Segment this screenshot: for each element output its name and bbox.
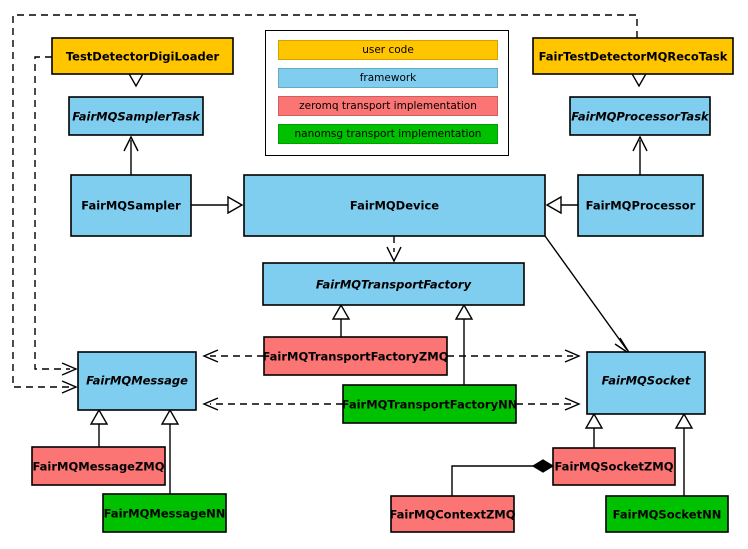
node-box[interactable] [243, 174, 546, 237]
edge-sampler-to-device [191, 195, 244, 215]
node-label: FairMQProcessor [586, 199, 696, 213]
node-label: FairMQSocketZMQ [555, 460, 674, 474]
node-box[interactable] [569, 96, 711, 136]
edge-socketzmq-to-contextzmq [451, 459, 555, 496]
edge-messagezmq-to-message [89, 408, 109, 447]
node-box[interactable] [68, 96, 204, 136]
node-box[interactable] [51, 37, 234, 75]
node-box[interactable] [586, 351, 706, 415]
node-label: FairMQMessageZMQ [32, 460, 164, 474]
node-label: FairMQSamplerTask [72, 110, 201, 124]
node-FairMQContextZMQ[interactable]: FairMQContextZMQ [389, 495, 516, 533]
node-label: FairMQTransportFactoryZMQ [262, 350, 448, 364]
edge-processor-to-processortask [632, 135, 648, 175]
legend-label: user code [362, 43, 414, 56]
legend-label: nanomsg transport implementation [294, 127, 482, 140]
node-FairTestDetectorMQRecoTask[interactable]: FairTestDetectorMQRecoTask [532, 37, 734, 75]
legend-item-zeromq: zeromq transport implementation [278, 96, 498, 116]
legend-item-nanomsg: nanomsg transport implementation [278, 124, 498, 144]
node-box[interactable] [31, 446, 166, 486]
node-label: FairTestDetectorMQRecoTask [539, 50, 728, 64]
edge-transportfactoryzmq-to-socket [447, 349, 581, 363]
node-box[interactable] [532, 37, 734, 75]
node-box[interactable] [77, 351, 197, 411]
node-label: FairMQSocketNN [613, 508, 722, 522]
node-FairMQProcessorTask[interactable]: FairMQProcessorTask [569, 96, 711, 136]
node-FairMQSocketNN[interactable]: FairMQSocketNN [605, 495, 729, 533]
node-label: FairMQDevice [350, 199, 439, 213]
node-box[interactable] [70, 174, 192, 237]
edge-transportfactorynn-to-socket [516, 397, 581, 411]
legend-item-user-code: user code [278, 40, 498, 60]
node-FairMQSampler[interactable]: FairMQSampler [70, 174, 192, 237]
node-label: FairMQContextZMQ [389, 508, 515, 522]
node-label: FairMQTransportFactoryNN [342, 398, 518, 412]
edge-device-to-socket [544, 235, 631, 355]
legend-panel: user code framework zeromq transport imp… [265, 30, 509, 156]
node-label: FairMQMessageNN [104, 507, 226, 521]
node-box[interactable] [263, 336, 448, 376]
node-box[interactable] [552, 447, 676, 486]
node-label: FairMQTransportFactory [316, 278, 472, 292]
node-box[interactable] [605, 495, 729, 533]
node-box[interactable] [102, 493, 227, 533]
node-FairMQMessageZMQ[interactable]: FairMQMessageZMQ [31, 446, 166, 486]
edge-messagenn-to-message [160, 408, 180, 494]
edge-socketnn-to-socket [674, 412, 694, 496]
node-label: TestDetectorDigiLoader [66, 50, 220, 64]
node-box[interactable] [390, 495, 515, 533]
node-FairMQSamplerTask[interactable]: FairMQSamplerTask [68, 96, 204, 136]
edge-device-to-transportfactory [386, 236, 402, 263]
edge-transportfactoryzmq-to-transportfactory [331, 303, 351, 337]
edge-socketzmq-to-socket [584, 412, 604, 448]
edge-recotask-to-message [12, 14, 638, 394]
node-FairMQTransportFactoryNN[interactable]: FairMQTransportFactoryNN [342, 384, 518, 424]
node-box[interactable] [262, 262, 525, 306]
node-label: FairMQSampler [81, 199, 181, 213]
node-FairMQProcessor[interactable]: FairMQProcessor [577, 174, 704, 237]
node-FairMQTransportFactoryZMQ[interactable]: FairMQTransportFactoryZMQ [262, 336, 449, 376]
node-FairMQMessageNN[interactable]: FairMQMessageNN [102, 493, 227, 533]
node-TestDetectorDigiLoader[interactable]: TestDetectorDigiLoader [51, 37, 234, 75]
edge-transportfactorynn-to-transportfactory [454, 303, 474, 385]
node-FairMQSocket[interactable]: FairMQSocket [586, 351, 706, 415]
node-label: FairMQSocket [602, 374, 691, 388]
legend-label: framework [359, 71, 417, 84]
edge-digiloader-to-message [34, 56, 78, 376]
edge-sampler-to-samplertask [123, 135, 139, 175]
node-FairMQDevice[interactable]: FairMQDevice [243, 174, 546, 237]
node-FairMQMessage[interactable]: FairMQMessage [77, 351, 197, 411]
node-label: FairMQProcessorTask [571, 110, 710, 124]
edge-processor-to-device [545, 195, 578, 215]
node-FairMQSocketZMQ[interactable]: FairMQSocketZMQ [552, 447, 676, 486]
node-box[interactable] [577, 174, 704, 237]
legend-label: zeromq transport implementation [299, 99, 477, 112]
node-box[interactable] [342, 384, 517, 424]
node-FairMQTransportFactory[interactable]: FairMQTransportFactory [262, 262, 525, 306]
edge-transportfactoryzmq-to-message [202, 349, 264, 363]
edge-transportfactorynn-to-message [202, 397, 343, 411]
node-label: FairMQMessage [86, 374, 188, 388]
legend-item-framework: framework [278, 68, 498, 88]
